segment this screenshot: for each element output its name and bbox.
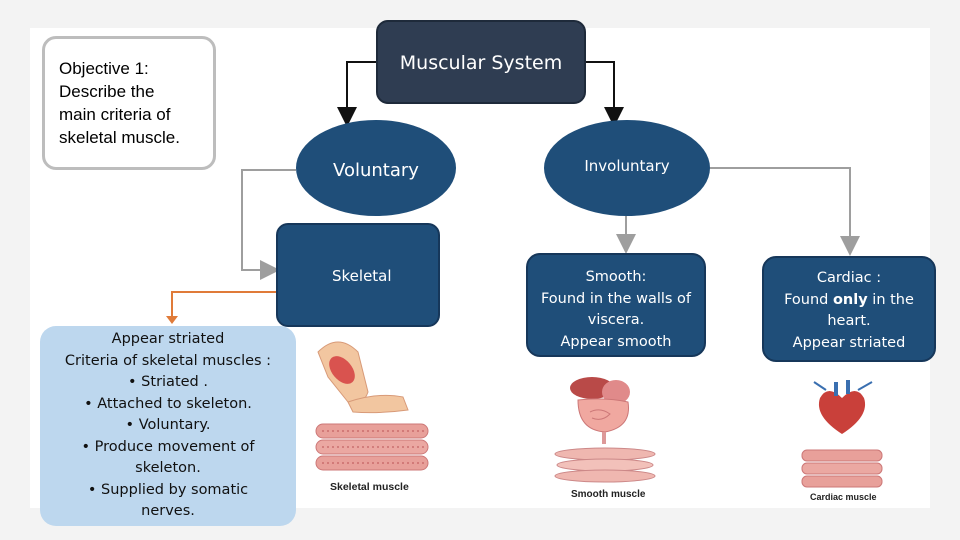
- muscle-fibers-icon: [315, 423, 429, 471]
- smooth-line: Smooth:: [585, 269, 647, 285]
- muscular-system-title: Muscular System: [376, 20, 586, 104]
- cardiac-line: Found only in the: [784, 291, 914, 308]
- criteria-line: Criteria of skeletal muscles :: [64, 352, 272, 369]
- skeletal-label: Skeletal: [332, 267, 392, 285]
- emphasis-text: only: [832, 291, 868, 308]
- cardiac-line: Appear striated: [792, 334, 906, 351]
- criteria-line: • Produce movement of: [81, 438, 255, 455]
- cardiac-muscle-illustration: [801, 380, 883, 488]
- cardiac-line: heart.: [827, 313, 871, 329]
- involuntary-label: Involuntary: [584, 157, 670, 175]
- smooth-line: Found in the walls of: [540, 290, 692, 307]
- smooth-node: Smooth: Found in the walls of viscera. A…: [526, 253, 706, 357]
- title-text: Muscular System: [399, 52, 563, 74]
- criteria-box: Appear striated Criteria of skeletal mus…: [40, 326, 296, 526]
- objective-line: skeletal muscle.: [59, 128, 180, 147]
- involuntary-node: Involuntary: [544, 120, 710, 216]
- arm-icon: [317, 341, 409, 414]
- criteria-line: • Supplied by somatic: [87, 481, 249, 498]
- arrow-to-voluntary: [337, 61, 376, 127]
- voluntary-node: Voluntary: [296, 120, 456, 216]
- heart-icon: [813, 380, 873, 434]
- cardiac-muscle-caption: Cardiac muscle: [810, 492, 877, 502]
- arrow-to-involuntary: [586, 61, 624, 127]
- skeletal-muscle-illustration: [315, 341, 429, 471]
- criteria-line: nerves.: [141, 503, 195, 519]
- objective-box: Objective 1: Describe the main criteria …: [42, 36, 216, 170]
- objective-line: Describe the: [59, 82, 155, 101]
- arrow-to-cardiac: [710, 167, 860, 256]
- skeletal-muscle-caption: Skeletal muscle: [330, 481, 409, 493]
- cardiac-fibers-icon: [801, 449, 883, 488]
- cardiac-line: Cardiac :: [816, 270, 882, 286]
- criteria-line: • Striated .: [128, 374, 208, 390]
- arrow-to-criteria: [171, 291, 276, 318]
- objective-line: main criteria of: [59, 105, 171, 124]
- smooth-fibers-icon: [554, 447, 656, 483]
- criteria-line: skeleton.: [135, 460, 201, 476]
- criteria-line: • Attached to skeleton.: [84, 395, 252, 412]
- skeletal-node: Skeletal: [276, 223, 440, 327]
- smooth-muscle-illustration: [554, 377, 656, 483]
- criteria-line: Appear striated: [111, 331, 225, 347]
- objective-line: Objective 1:: [59, 59, 149, 78]
- smooth-muscle-caption: Smooth muscle: [571, 489, 646, 500]
- cardiac-node: Cardiac : Found only in the heart. Appea…: [762, 256, 936, 362]
- smooth-line: Appear smooth: [560, 333, 672, 350]
- criteria-line: • Voluntary.: [125, 417, 211, 433]
- digestive-organs-icon: [570, 377, 630, 444]
- arrow-to-skeletal: [241, 169, 296, 280]
- smooth-line: viscera.: [587, 312, 645, 328]
- voluntary-label: Voluntary: [333, 160, 419, 181]
